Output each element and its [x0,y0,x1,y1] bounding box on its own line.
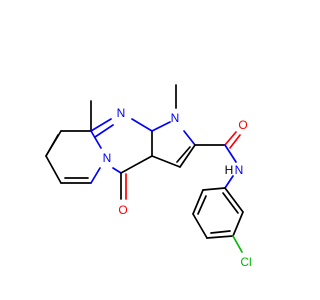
atom-o-ketone: O [118,203,127,217]
bond [224,187,244,213]
bond [112,167,122,174]
bond [224,144,237,163]
bond [192,189,204,215]
bond [90,118,112,132]
atom-n-pyrimidine: N [117,106,126,120]
bond [224,131,237,146]
atom-n-amide: N [235,163,244,177]
bond [94,124,114,138]
bond [179,144,196,168]
bond [210,230,231,234]
bond [192,213,208,239]
bond [45,155,62,184]
molecule-structure: N N N O O N H Cl [45,84,252,269]
bond [197,195,207,215]
atom-cl: Cl [240,255,251,269]
bond [176,146,191,163]
bond [45,134,59,157]
bond [90,130,102,149]
bond [206,235,234,239]
bond [232,211,244,237]
bond [151,155,181,168]
bond [229,134,241,149]
atom-n-bridge: N [103,151,112,165]
bond [222,192,239,214]
bond [90,167,101,184]
bond [232,235,243,253]
molecule-drawing: N N N O O N H Cl [45,84,252,269]
atom-o-amide: O [238,118,247,132]
atom-h-amide: H [225,163,234,177]
bond [151,121,171,132]
bond [202,187,226,191]
bond [224,175,234,189]
bond [183,130,196,146]
bond [120,155,153,174]
atom-n-pyrrole: N [171,111,180,125]
bond [131,118,153,132]
